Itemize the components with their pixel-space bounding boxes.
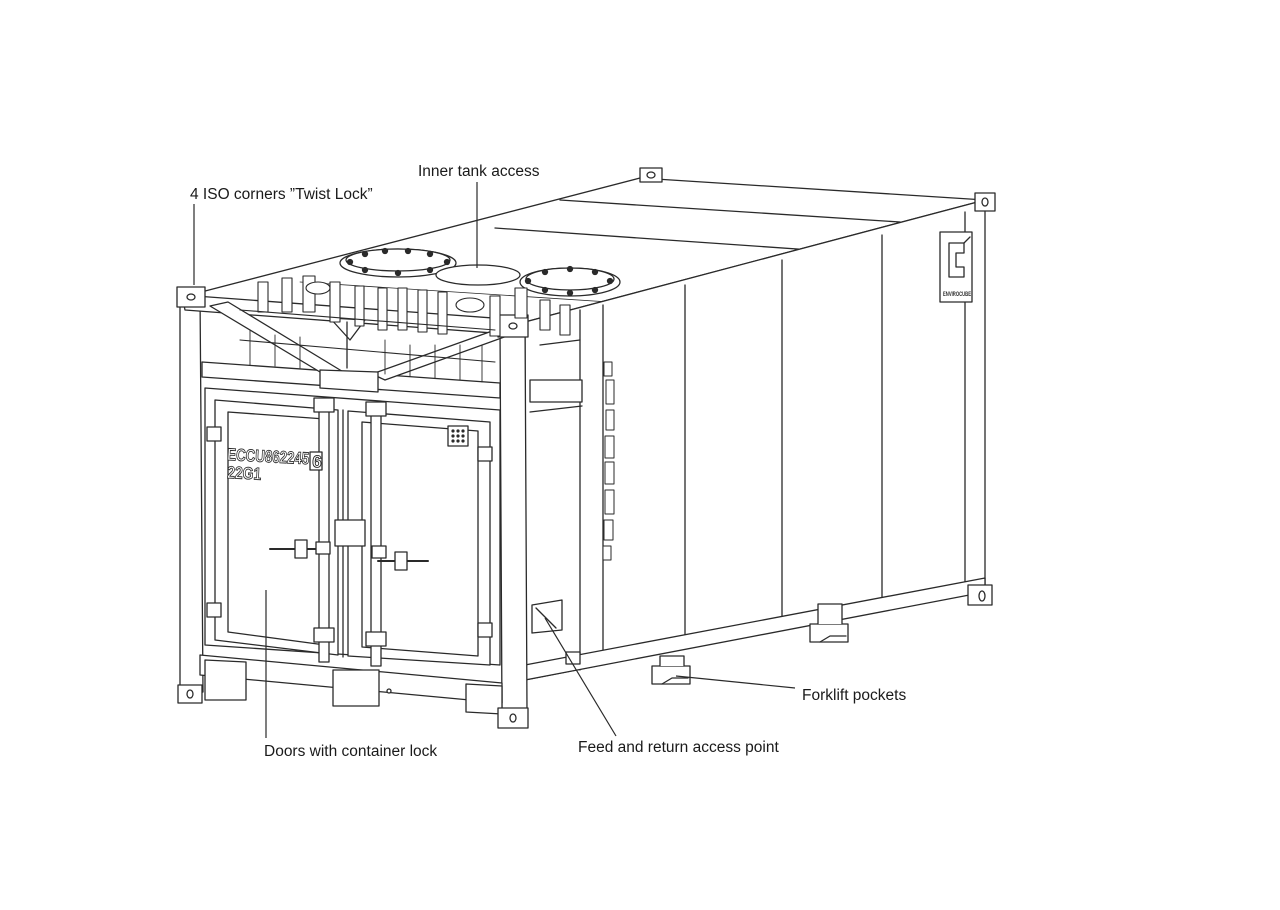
- callout-inner-tank-access: Inner tank access: [418, 163, 540, 180]
- inner-tank-hatch: [435, 264, 521, 286]
- top-piping: [239, 275, 571, 363]
- door-right: [347, 410, 491, 666]
- callout-iso-corners: 4 ISO corners ”Twist Lock”: [190, 186, 373, 203]
- leader-feed-return: [544, 617, 617, 737]
- feed-return-access: [531, 599, 581, 665]
- container-doors: [204, 387, 501, 667]
- front-left-post: [179, 292, 204, 698]
- side-markings: [602, 361, 615, 561]
- lower-access-panel: [332, 669, 380, 707]
- forklift-pocket-rear: [809, 603, 849, 643]
- callout-feed-return: Feed and return access point: [578, 739, 779, 756]
- callout-doors: Doors with container lock: [264, 743, 438, 760]
- manhole-left: [339, 247, 457, 278]
- door-left: [214, 399, 339, 656]
- container-type-code: 22G1: [227, 463, 262, 484]
- iso-corner-top-left: [176, 286, 206, 308]
- leader-lines: [193, 182, 796, 738]
- callout-forklift-pockets: Forklift pockets: [802, 687, 907, 704]
- iso-corner-bottom-right: [497, 707, 529, 729]
- manhole-right: [519, 265, 621, 297]
- forklift-pocket-front: [651, 655, 691, 685]
- brand-logo-text: ENVIROCUBE: [943, 292, 971, 298]
- leader-forklift: [675, 675, 796, 689]
- container-check-digit: 6: [312, 452, 322, 471]
- container-lock: [334, 519, 366, 547]
- front-right-post: [499, 317, 528, 719]
- iso-corner-bottom-left: [177, 684, 203, 704]
